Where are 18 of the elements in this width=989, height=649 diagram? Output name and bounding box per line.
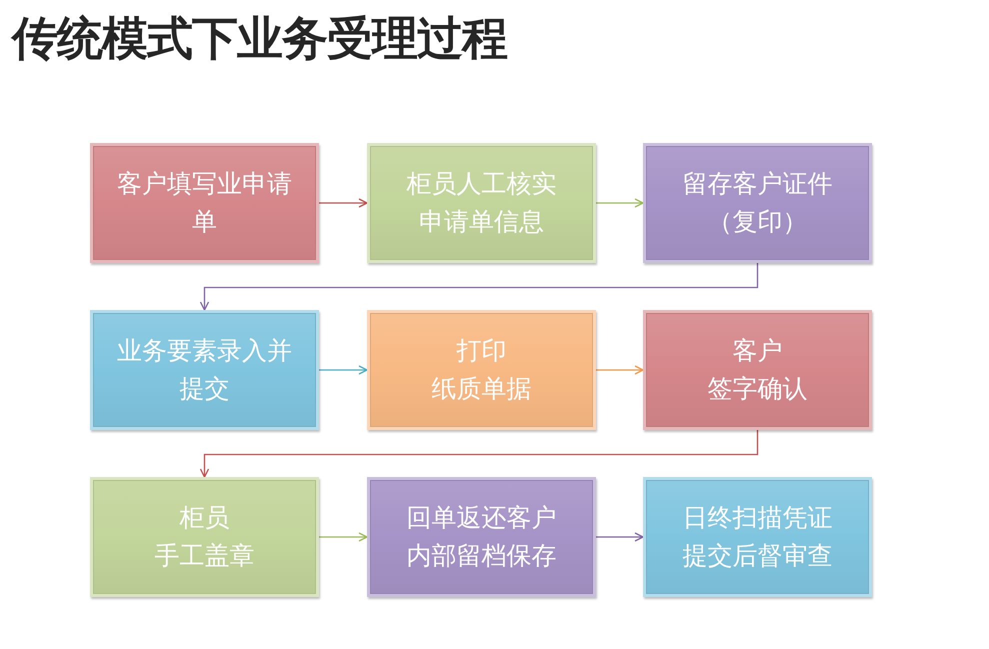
arrow [596,198,644,208]
process-box: 留存客户证件（复印） [643,143,872,263]
process-box: 业务要素录入并提交 [90,310,319,430]
arrow [200,263,758,311]
process-box: 回单返还客户内部留档保存 [367,477,596,597]
process-box: 柜员人工核实申请单信息 [367,143,596,263]
process-box: 客户填写业申请单 [90,143,319,263]
arrow [596,365,644,375]
arrow [319,198,368,208]
arrow [319,365,368,375]
arrow [200,430,758,478]
title: 传统模式下业务受理过程 [12,10,507,67]
process-box: 日终扫描凭证提交后督审查 [643,477,872,597]
process-box: 柜员手工盖章 [90,477,319,597]
arrow [596,532,644,542]
process-box: 打印纸质单据 [367,310,596,430]
arrow [319,532,368,542]
process-box: 客户签字确认 [643,310,872,430]
